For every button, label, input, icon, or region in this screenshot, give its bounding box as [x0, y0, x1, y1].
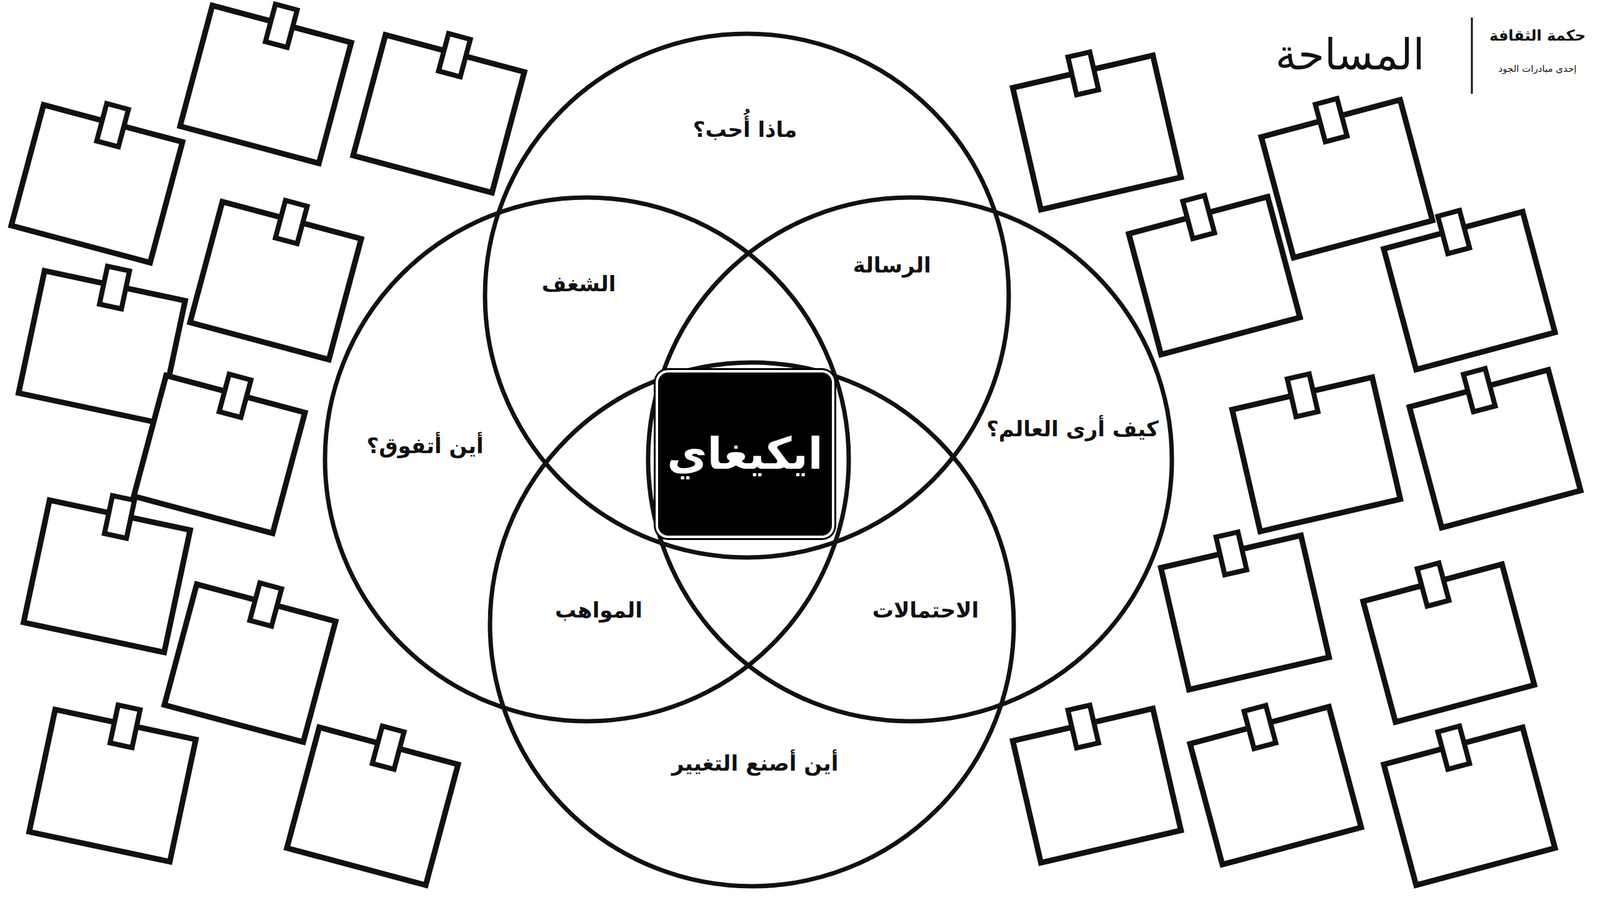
label-holder: الرسالة: [852, 251, 931, 279]
sticky-note: [353, 18, 529, 194]
sticky-note: [1185, 690, 1362, 865]
circle-question: أين أصنع التغيير: [671, 749, 839, 777]
label-holder: المواهب: [555, 596, 643, 624]
sticky-note: [29, 692, 200, 862]
circle-question: كيف أرى العالم؟: [986, 415, 1159, 443]
sticky-note: [1358, 547, 1535, 723]
text-holder: كيف أرى العالم؟: [986, 415, 1159, 443]
circle-question: أين أتفوق؟: [366, 431, 484, 460]
overlap-label: الرسالة: [852, 251, 931, 279]
logo-subtext: إحدى مبادرات الجود: [1498, 63, 1577, 76]
circle-outline: [325, 197, 849, 722]
sticky-note: [1405, 353, 1581, 529]
sticky-note: [1124, 180, 1300, 355]
logo-wordmark: المساحة: [1275, 27, 1425, 83]
sticky-note: [286, 710, 463, 886]
circle-outline: [490, 362, 1014, 887]
text-holder: أين أصنع التغيير: [671, 749, 839, 777]
circle-outline: [485, 33, 1009, 558]
center-box: ايكيغاي: [658, 372, 832, 536]
center-title: ايكيغاي: [666, 425, 824, 483]
sticky-note: [1379, 195, 1555, 370]
sticky-note: [1008, 38, 1181, 210]
label-holder: الشغف: [541, 270, 617, 298]
logo-text: حكمة الثقافة: [1489, 26, 1586, 46]
sticky-note: [164, 567, 340, 743]
sticky-note: [1256, 83, 1433, 259]
label-holder: الاحتمالات: [872, 596, 979, 624]
sticky-note: [180, 0, 356, 164]
label-holder: المساحة: [1275, 27, 1425, 83]
text-holder: ايكيغاي: [666, 425, 824, 483]
sticky-note: [190, 185, 366, 360]
sticky-note: [1379, 710, 1555, 886]
label-holder: إحدى مبادرات الجود: [1498, 62, 1577, 76]
overlap-label: الشغف: [541, 270, 617, 298]
sticky-note: [1228, 360, 1400, 532]
circle-outline: [648, 197, 1172, 722]
text-holder: أين أتفوق؟: [366, 431, 484, 460]
overlap-label: الاحتمالات: [872, 596, 979, 624]
separator-line: [1471, 17, 1474, 94]
circle-question: ماذا أُحب؟: [693, 115, 798, 144]
label-holder: حكمة الثقافة: [1489, 26, 1586, 46]
sticky-note: [11, 88, 187, 264]
sticky-note: [23, 483, 194, 653]
sticky-note: [1008, 691, 1181, 863]
sticky-note: [133, 358, 310, 534]
sticky-note: [1156, 518, 1329, 690]
text-holder: ماذا أُحب؟: [693, 115, 798, 144]
overlap-label: المواهب: [555, 596, 643, 624]
